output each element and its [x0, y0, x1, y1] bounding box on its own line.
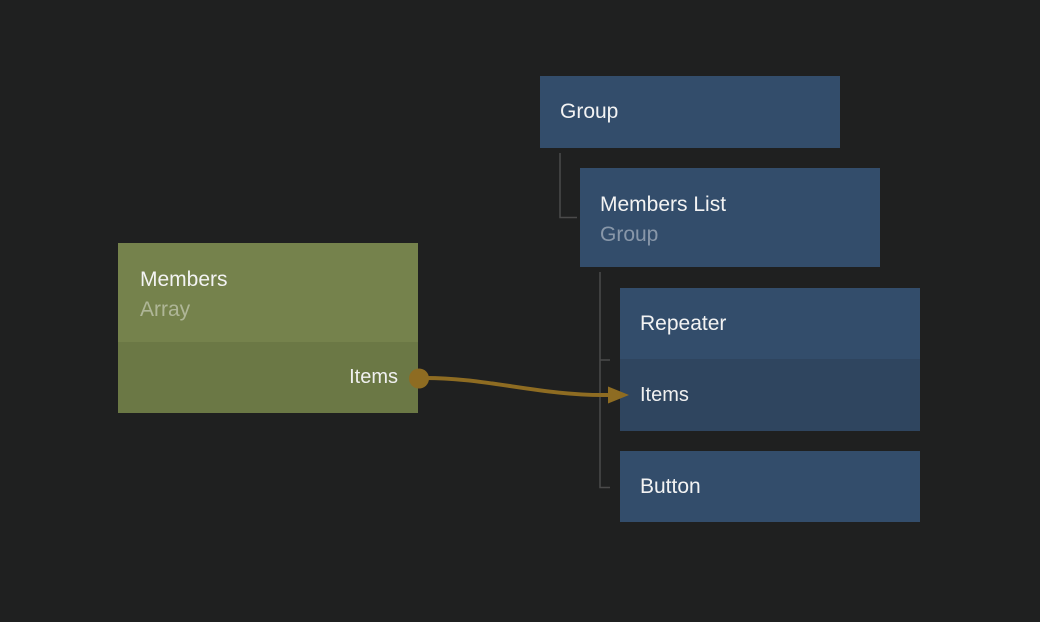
node-members-list[interactable]: Members List Group	[580, 168, 880, 267]
node-repeater-header: Repeater	[620, 288, 920, 359]
node-title: Members	[140, 268, 228, 291]
node-members-output-row[interactable]: Items	[118, 342, 418, 413]
node-members[interactable]: Members Array Items	[118, 243, 418, 413]
node-type-label: Array	[140, 298, 191, 321]
output-port-label[interactable]: Items	[349, 366, 398, 388]
node-repeater[interactable]: Repeater Items	[620, 288, 920, 431]
node-group[interactable]: Group	[540, 76, 840, 148]
node-title: Members List	[600, 193, 727, 216]
node-title: Button	[640, 474, 701, 498]
node-repeater-input-row[interactable]: Items	[620, 359, 920, 431]
input-port-label[interactable]: Items	[640, 383, 689, 406]
tree-line-group-children	[559, 153, 577, 219]
node-type-label: Group	[600, 223, 659, 246]
node-button[interactable]: Button	[620, 451, 920, 522]
connection-wire[interactable]	[420, 375, 609, 398]
node-members-header: Members Array	[118, 243, 418, 342]
node-title: Repeater	[640, 311, 727, 335]
tree-line-members-list-children	[599, 272, 610, 489]
node-title: Group	[560, 100, 619, 123]
